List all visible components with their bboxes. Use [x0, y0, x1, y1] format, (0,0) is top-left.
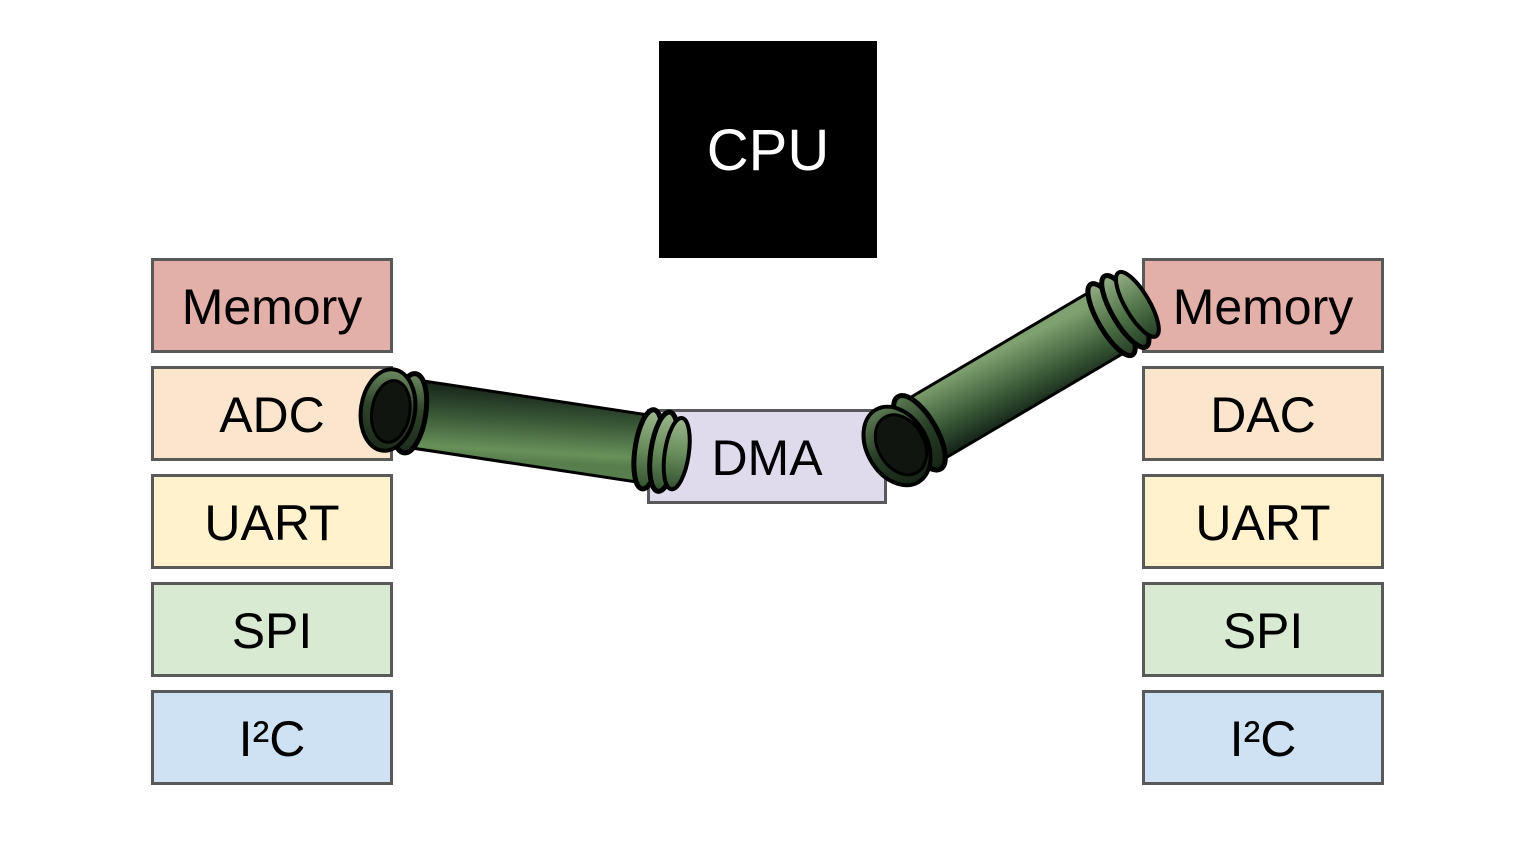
block-right-spi: SPI — [1142, 582, 1384, 677]
cpu-label: CPU — [706, 117, 830, 183]
block-right-uart: UART — [1142, 474, 1384, 569]
block-right-dac-label: DAC — [1210, 386, 1316, 443]
block-left-spi-label: SPI — [231, 602, 313, 659]
block-left-uart: UART — [151, 474, 393, 569]
block-right-uart-label: UART — [1195, 494, 1331, 551]
dma-label: DMA — [711, 429, 823, 486]
block-left-memory: Memory — [151, 258, 393, 353]
pipe-adc-to-dma — [358, 367, 692, 494]
block-right-memory-label: Memory — [1172, 278, 1354, 335]
pipe-ring — [1085, 281, 1138, 359]
block-left-memory-label: Memory — [181, 278, 363, 335]
block-right-i2c-label: I²C — [1229, 710, 1297, 767]
block-left-i2c: I²C — [151, 690, 393, 785]
pipe-mouth-ridge — [891, 393, 948, 473]
block-right-dac: DAC — [1142, 366, 1384, 461]
pipe-body — [885, 284, 1136, 474]
block-right-memory: Memory — [1142, 258, 1384, 353]
pipe-body — [389, 375, 652, 485]
block-left-i2c-label: I²C — [238, 710, 306, 767]
pipe-dma-to-memory — [861, 269, 1161, 488]
block-left-adc-label: ADC — [219, 386, 325, 443]
block-left-uart-label: UART — [204, 494, 340, 551]
dma-block: DMA — [647, 409, 887, 504]
pipe-mouth-ridge — [390, 371, 430, 456]
block-left-adc: ADC — [151, 366, 393, 461]
cpu-block: CPU — [659, 41, 877, 258]
block-right-spi-label: SPI — [1222, 602, 1304, 659]
block-right-i2c: I²C — [1142, 690, 1384, 785]
block-left-spi: SPI — [151, 582, 393, 677]
